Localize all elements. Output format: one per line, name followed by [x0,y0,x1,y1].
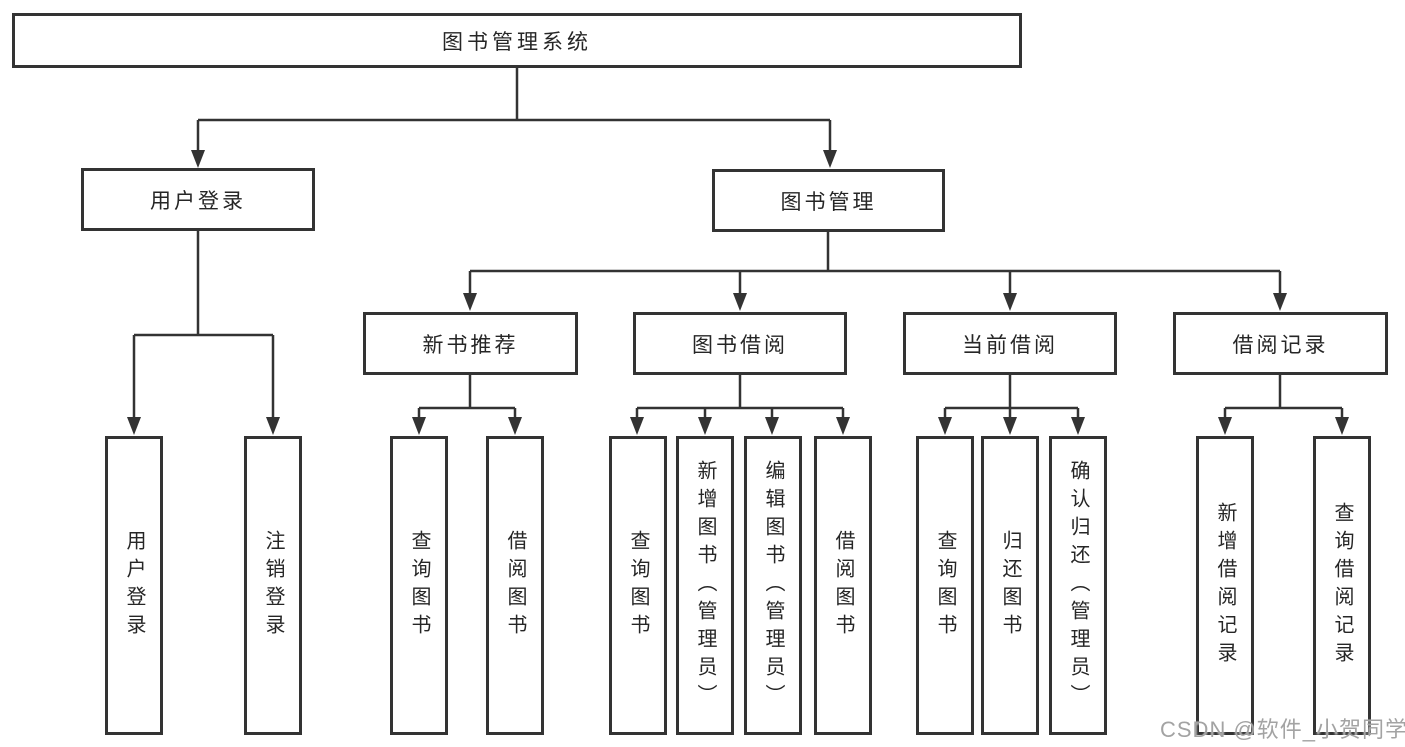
connector-current-borrowing [938,375,1085,435]
leaf-add-book-admin: 新增图书（管理员） [676,436,734,735]
node-new-book-recommend: 新书推荐 [363,312,578,375]
leaf-query-borrow-record: 查询借阅记录 [1313,436,1371,735]
leaf-edit-book-admin: 编辑图书（管理员） [744,436,802,735]
node-user-login: 用户登录 [81,168,315,231]
leaf-logout: 注销登录 [244,436,302,735]
connector-user-login [127,231,280,435]
connector-book-management [463,232,1287,311]
leaf-user-login: 用户登录 [105,436,163,735]
leaf-query-books-borrowing: 查询图书 [609,436,667,735]
leaf-add-borrow-record: 新增借阅记录 [1196,436,1254,735]
watermark-text: CSDN @软件_小贺同学 [1160,717,1405,742]
connector-root [191,68,837,168]
leaf-query-books-recommend: 查询图书 [390,436,448,735]
leaf-borrow-books-recommend: 借阅图书 [486,436,544,735]
node-book-management: 图书管理 [712,169,945,232]
leaf-query-books-current: 查询图书 [916,436,974,735]
node-borrowing-records: 借阅记录 [1173,312,1388,375]
leaf-borrow-books: 借阅图书 [814,436,872,735]
leaf-return-book: 归还图书 [981,436,1039,735]
connector-borrowing-records [1218,375,1349,435]
connector-book-borrowing [630,375,850,435]
node-book-borrowing: 图书借阅 [633,312,847,375]
connector-new-book-recommend [412,375,522,435]
node-library-system: 图书管理系统 [12,13,1022,68]
node-current-borrowing: 当前借阅 [903,312,1117,375]
leaf-confirm-return-admin: 确认归还（管理员） [1049,436,1107,735]
